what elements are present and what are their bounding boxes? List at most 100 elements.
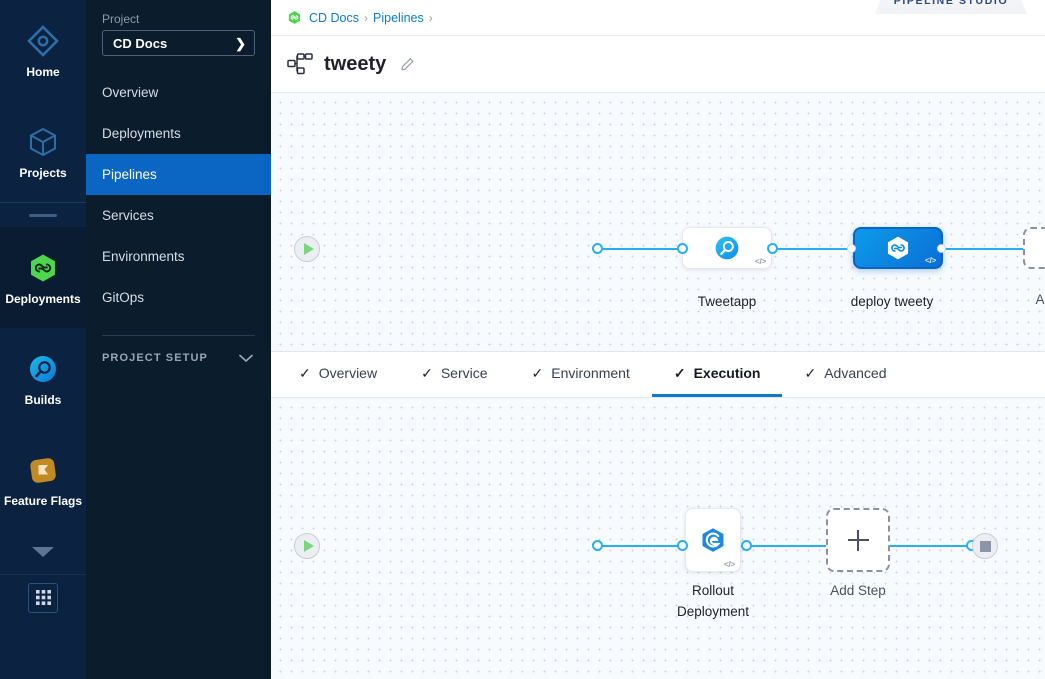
page-title: tweety [324,52,387,75]
tab-service[interactable]: ✓ Service [399,352,509,397]
sidebar-item-label: Services [102,208,154,223]
sidebar-item-label: PROJECT SETUP [102,352,208,364]
rail-item-label: Deployments [5,291,81,306]
project-selector-value: CD Docs [113,35,168,51]
tab-label: Overview [318,365,378,381]
rail-apps-button[interactable] [0,574,86,620]
connector-dot[interactable] [937,244,946,253]
sidebar-item-label: Environments [102,249,185,264]
connector-dot[interactable] [741,540,752,551]
grid-apps-icon [28,582,58,613]
rail-divider [0,202,86,203]
stage-edge [941,248,1023,250]
rail-handle [0,203,86,227]
step-node-label-line1: Rollout [691,583,735,598]
connector-dot[interactable] [677,540,688,551]
add-step-button[interactable] [826,508,890,572]
rail-item-label: Feature Flags [3,493,83,508]
check-icon: ✓ [804,364,817,381]
pipeline-flow-icon [287,53,313,75]
breadcrumb-cd-docs[interactable]: CD Docs [309,10,360,25]
check-icon: ✓ [673,364,686,381]
home-diamond-icon [25,23,61,59]
project-sidebar: Project CD Docs ❯ Overview Deployments P… [86,0,271,679]
sidebar-item-gitops[interactable]: GitOps [86,277,271,318]
step-node-rollout-deployment[interactable]: </> [685,508,741,572]
breadcrumb-pipelines[interactable]: Pipelines [373,10,424,25]
sidebar-item-deployments[interactable]: Deployments [86,113,271,154]
pipeline-studio-tag: PIPELINE STUDIO [875,0,1027,14]
sidebar-item-overview[interactable]: Overview [86,72,271,113]
chevron-down-icon [239,354,253,363]
stage-tabs: ✓ Overview ✓ Service ✓ Environment ✓ Exe… [271,352,1045,398]
k8s-rollout-icon [699,526,727,554]
stage-canvas[interactable]: </> Tweetapp </> deploy tweety [271,93,1045,352]
pipeline-title-bar: tweety VISUAL YAML [271,36,1045,113]
tab-label: Environment [551,365,630,381]
project-selector[interactable]: CD Docs ❯ [102,30,255,56]
code-badge: </> [754,256,766,266]
connector-dot[interactable] [592,243,603,254]
connector-dot[interactable] [847,244,856,253]
rail-item-home[interactable]: Home [0,0,86,101]
sidebar-item-label: GitOps [102,290,145,305]
cd-hexagon-icon [25,250,61,286]
tab-execution[interactable]: ✓ Execution [651,352,783,397]
project-label: Project [102,12,140,26]
rail-item-label: Projects [19,165,67,180]
rail-item-builds[interactable]: Builds [0,328,86,429]
rail-item-feature-flags[interactable]: Feature Flags [0,429,86,530]
stage-edge [773,248,853,250]
sidebar-item-project-setup[interactable]: PROJECT SETUP [86,336,271,380]
tab-environment[interactable]: ✓ Environment [510,352,652,397]
builds-circle-icon [25,351,61,387]
chevron-right-icon: ❯ [235,35,246,51]
builds-circle-icon [713,234,741,262]
stage-node-tweetapp[interactable]: </> [682,227,772,269]
execution-end-node[interactable] [972,533,998,559]
stage-node-label: deploy tweety [850,294,934,309]
breadcrumb-separator: › [428,10,433,25]
stage-node-label: Tweetapp [697,294,757,309]
tab-label: Advanced [824,365,887,381]
sidebar-item-services[interactable]: Services [86,195,271,236]
cd-hexagon-green-icon [287,10,302,25]
connector-dot[interactable] [592,540,603,551]
sidebar-item-label: Overview [102,85,159,100]
plus-icon [847,529,869,551]
stage-edge [597,248,682,250]
sidebar-item-label: Deployments [102,126,181,141]
project-nav-list: Overview Deployments Pipelines Services … [86,72,271,318]
tab-advanced[interactable]: ✓ Advanced [782,352,908,397]
play-start-icon [303,540,314,552]
feature-flags-icon [25,452,61,488]
rail-item-label: Builds [24,392,62,407]
step-edge [747,545,826,547]
sidebar-item-pipelines[interactable]: Pipelines [86,154,271,195]
step-node-label: Rollout Deployment [643,580,783,622]
step-edge [597,545,682,547]
add-stage-button[interactable] [1023,227,1045,269]
pipeline-start-node[interactable] [294,236,320,262]
code-badge: </> [924,255,936,265]
stage-node-deploy-tweety[interactable]: </> [853,227,943,269]
tab-overview[interactable]: ✓ Overview [277,352,399,397]
stop-end-icon [979,540,991,552]
tab-label: Service [440,365,488,381]
pencil-edit-icon[interactable] [399,56,416,73]
rail-item-deployments[interactable]: Deployments [0,227,86,328]
connector-dot[interactable] [767,243,778,254]
play-start-icon [303,243,314,255]
rail-more-button[interactable] [0,530,86,574]
code-badge: </> [723,559,735,569]
rail-item-label: Home [26,64,60,79]
cd-hexagon-white-icon [884,234,912,262]
execution-start-node[interactable] [294,533,320,559]
main-content: CD Docs › Pipelines › PIPELINE STUDIO [271,0,1045,679]
step-canvas[interactable]: </> Rollout Deployment Add Step [271,398,1045,679]
sidebar-item-environments[interactable]: Environments [86,236,271,277]
rail-item-projects[interactable]: Projects [0,101,86,202]
chevron-down-icon [30,545,56,559]
connector-dot[interactable] [677,243,688,254]
